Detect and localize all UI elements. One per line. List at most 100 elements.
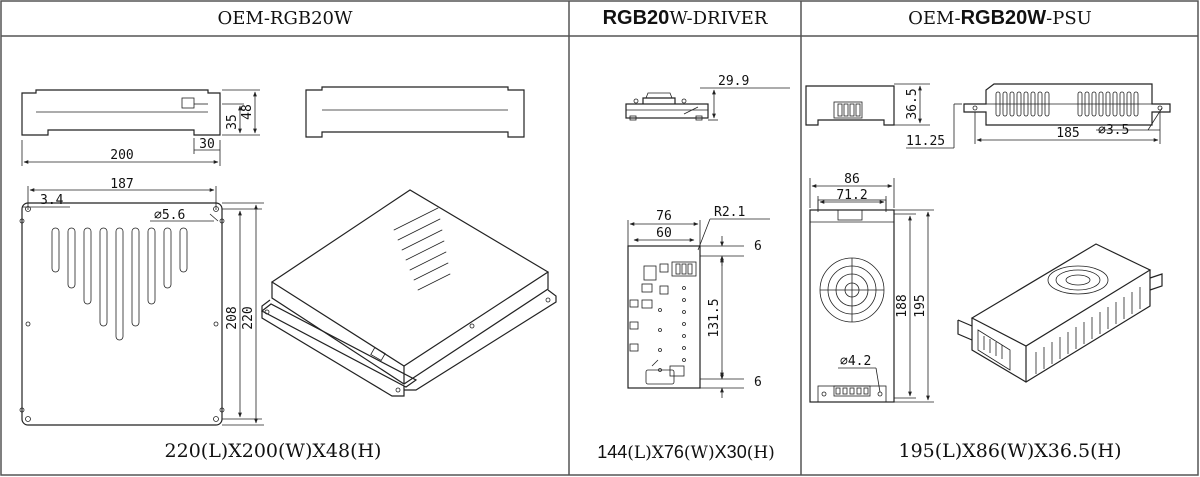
end-pin [849, 103, 855, 117]
iso-vent-slot [409, 251, 447, 271]
board-edge-tab [629, 321, 639, 330]
iso-vent-slot [397, 218, 441, 241]
panel-title-oem-rgb20w: OEM-RGB20W [218, 8, 353, 29]
vent-slot [131, 227, 140, 327]
side-vent [1016, 91, 1022, 117]
end-pin [855, 103, 861, 117]
svg-text:60: 60 [656, 226, 672, 241]
svg-text:187: 187 [110, 177, 133, 192]
oem-isometric-view [260, 189, 557, 397]
psu-top-view [809, 199, 895, 403]
vent-slot [67, 227, 76, 289]
side-vent [1098, 91, 1104, 117]
oem-side-dimensions: 200 30 35 48 [21, 89, 260, 166]
iso-vent-slot [413, 262, 449, 281]
svg-text:71.2: 71.2 [836, 188, 867, 203]
board-via [658, 308, 662, 312]
psu-isometric-view [957, 243, 1163, 383]
svg-text:29.9: 29.9 [718, 74, 749, 89]
board-via [682, 322, 686, 326]
svg-text:208: 208 [225, 306, 240, 329]
svg-text:76: 76 [656, 209, 672, 224]
board-via [682, 310, 686, 314]
side-vent [1002, 91, 1008, 117]
iso-vent-slot [405, 240, 445, 261]
svg-text:36.5: 36.5 [905, 88, 920, 119]
vent-slot [115, 227, 124, 341]
vent-slot [147, 227, 156, 305]
board-via [682, 346, 686, 350]
driver-board-dimensions: 76 60 R2.1 6 6 131.5 [627, 205, 770, 398]
svg-text:R2.1: R2.1 [714, 205, 745, 220]
panel-caption-rgb20w-driver: 144(L)X76(W)X30(H) [597, 442, 775, 463]
vent-slot [51, 227, 60, 273]
svg-text:86: 86 [844, 172, 860, 187]
side-vent [1133, 91, 1139, 117]
terminal-pin [863, 387, 869, 395]
svg-text:220: 220 [241, 306, 256, 329]
end-pin [837, 103, 843, 117]
board-via [682, 298, 686, 302]
iso-vent-slot [417, 273, 451, 291]
oem-top-dimensions: 187 3.4 ⌀5.6 208 220 [22, 177, 264, 426]
side-vent [1077, 91, 1083, 117]
side-vent [1112, 91, 1118, 117]
vent-slot [163, 227, 172, 289]
board-via [658, 368, 662, 372]
side-vent [1084, 91, 1090, 117]
side-vent [1030, 91, 1036, 117]
svg-text:11.25: 11.25 [906, 134, 945, 149]
board-via [682, 286, 686, 290]
driver-board-view [627, 245, 701, 389]
svg-text:6: 6 [754, 375, 762, 390]
iso-vent-slot [401, 229, 443, 251]
svg-text:48: 48 [240, 104, 255, 120]
panel-caption-oem-rgb20w: 220(L)X200(W)X48(H) [165, 440, 382, 462]
oem-front-view [305, 86, 525, 138]
svg-text:200: 200 [110, 148, 133, 163]
svg-text:30: 30 [199, 137, 215, 152]
board-via [682, 358, 686, 362]
svg-text:195: 195 [913, 294, 928, 317]
board-edge-tab [629, 299, 639, 308]
panel-title-rgb20w-driver: RGB20W-DRIVER [603, 7, 768, 29]
panel-caption-oem-rgb20w-psu: 195(L)X86(W)X36.5(H) [899, 440, 1122, 462]
vent-slot [83, 227, 92, 305]
side-vent [1009, 91, 1015, 117]
terminal-pin [842, 387, 848, 395]
side-vent [1119, 91, 1125, 117]
board-via [682, 334, 686, 338]
board-edge-tab [629, 343, 639, 352]
terminal-pin [849, 387, 855, 395]
svg-text:⌀5.6: ⌀5.6 [154, 208, 185, 223]
svg-text:6: 6 [754, 239, 762, 254]
psu-end-dimensions: 36.5 [894, 83, 930, 126]
svg-text:131.5: 131.5 [707, 298, 722, 337]
vent-slot [99, 227, 108, 327]
oem-side-view [21, 89, 221, 136]
terminal-pin [835, 387, 841, 395]
side-vent [1126, 91, 1132, 117]
iso-vent-slot [393, 207, 439, 231]
driver-side-view [625, 92, 709, 121]
side-vent [1023, 91, 1029, 117]
side-vent [1037, 91, 1043, 117]
svg-text:188: 188 [895, 294, 910, 317]
vent-slot [179, 227, 188, 273]
terminal-pin [856, 387, 862, 395]
svg-text:3.4: 3.4 [40, 193, 64, 208]
psu-side-dimensions: 185 11.25 ⌀3.5 [906, 103, 1163, 149]
svg-text:⌀4.2: ⌀4.2 [840, 354, 871, 369]
side-vent [1105, 91, 1111, 117]
side-vent [1044, 91, 1050, 117]
oem-top-view [19, 202, 225, 426]
driver-side-dimensions: 29.9 [700, 74, 790, 121]
end-pin [843, 103, 849, 117]
svg-text:⌀3.5: ⌀3.5 [1098, 123, 1129, 138]
psu-side-view [963, 83, 1171, 126]
psu-end-view [805, 85, 895, 126]
svg-text:185: 185 [1056, 126, 1079, 141]
psu-top-dimensions: 86 71.2 188 195 ⌀4.2 [809, 172, 934, 403]
